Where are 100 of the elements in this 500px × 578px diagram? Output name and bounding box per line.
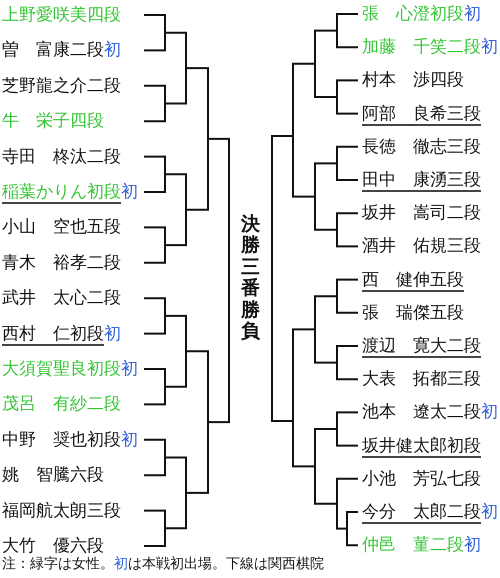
bracket-line	[314, 62, 338, 98]
bracket-line	[164, 492, 187, 530]
bracket-line	[292, 328, 316, 422]
bracket-line	[144, 102, 166, 122]
bracket-line	[164, 32, 187, 70]
bracket-line	[336, 146, 358, 164]
bracket-line	[292, 135, 316, 198]
player-name: 青木 裕孝二段	[2, 252, 121, 274]
first-appearance-mark: 初	[481, 401, 498, 424]
bracket-line	[185, 138, 209, 211]
bracket-line	[336, 362, 358, 380]
bracket-line	[144, 226, 166, 246]
bracket-line	[314, 465, 338, 505]
first-appearance-mark: 初	[114, 556, 128, 573]
player-name: 姚 智騰六段	[2, 464, 105, 486]
bracket-line	[336, 502, 348, 530]
bracket-line	[336, 411, 358, 430]
bracket-line	[207, 138, 230, 282]
first-appearance-mark: 初	[104, 322, 121, 345]
first-appearance-mark: 初	[104, 39, 121, 62]
bracket-line	[314, 30, 338, 65]
player-name: 坂井健太郎初段	[362, 434, 481, 457]
first-appearance-mark: 初	[481, 501, 498, 523]
bracket-line	[144, 244, 166, 264]
player-name: 芝野龍之介二段	[2, 74, 121, 97]
bracket-line	[271, 278, 294, 422]
player-name: 大竹 優六段	[2, 535, 105, 556]
player-name: 阿部 良希三段	[362, 102, 481, 125]
final-match-title: 決勝三番勝負	[241, 214, 260, 343]
bracket-line	[336, 30, 358, 48]
bracket-line	[336, 79, 358, 98]
player-name: 稲葉かりん初段	[2, 181, 121, 203]
bracket-line	[164, 208, 187, 246]
bracket-line	[336, 212, 358, 231]
bracket-line	[185, 67, 209, 140]
bracket-line	[336, 162, 358, 181]
player-name: 曽 富康二段	[2, 39, 104, 62]
bracket-line	[144, 32, 166, 52]
bracket-line	[336, 13, 358, 32]
bracket-line	[144, 510, 166, 530]
bracket-line	[336, 345, 358, 364]
player-name: 加藤 千笑二段	[362, 36, 481, 58]
player-name: 西村 仁初段	[2, 322, 104, 345]
bracket-line	[185, 421, 209, 494]
player-name: 長徳 徹志三段	[362, 136, 481, 158]
first-appearance-mark: 初	[464, 534, 481, 556]
player-name: 牛 栄子四段	[2, 110, 105, 132]
bracket-line	[164, 67, 187, 104]
bracket-line	[164, 314, 187, 352]
player-name: 大須賀聖良初段	[2, 358, 121, 380]
player-name: 上野愛咲美四段	[2, 4, 121, 26]
player-name: 渡辺 寛大二段	[362, 335, 481, 357]
bracket-line	[144, 314, 166, 335]
bracket-line	[314, 162, 338, 198]
bracket-line	[336, 278, 358, 298]
bracket-line	[336, 478, 358, 505]
player-name: 今分 太郎二段	[362, 501, 481, 523]
bracket-line	[336, 96, 358, 115]
bracket-line	[314, 196, 338, 231]
bracket-line	[207, 280, 230, 424]
player-name: 坂井 嵩司二段	[362, 202, 481, 224]
bracket-line	[292, 62, 316, 137]
bracket-line	[292, 420, 316, 468]
bracket-line	[314, 328, 338, 364]
bracket-line	[271, 135, 294, 280]
player-name: 張 瑞傑五段	[362, 302, 464, 324]
bracket-line	[144, 368, 166, 388]
bracket-line	[144, 297, 166, 317]
bracket-line	[164, 456, 187, 494]
player-name: 福岡航太朗三段	[2, 500, 121, 522]
note-text: は本戦初出場。下線は関西棋院	[128, 556, 324, 573]
bracket-line	[336, 428, 358, 447]
player-name: 茂呂 有紗二段	[2, 393, 121, 416]
player-name: 西 健伸五段	[362, 268, 464, 291]
bracket-line	[346, 528, 358, 546]
player-name: 寺田 柊汰二段	[2, 146, 121, 168]
bracket-line	[346, 511, 358, 530]
player-name: 池本 遼太二段	[362, 401, 481, 424]
player-name: 武井 太心二段	[2, 287, 121, 310]
player-name: 酒井 佑規三段	[362, 235, 481, 258]
first-appearance-mark: 初	[481, 36, 498, 58]
bracket-line	[314, 428, 338, 468]
bracket-line	[144, 456, 166, 476]
first-appearance-mark: 初	[121, 428, 138, 451]
player-name: 張 心澄初段	[362, 3, 464, 25]
bracket-line	[185, 350, 209, 424]
note-text: 注：緑字は女性。	[2, 556, 114, 573]
player-name: 小山 空也五段	[2, 216, 121, 238]
bracket-line	[144, 173, 166, 193]
bracket-line	[144, 386, 166, 406]
bracket-line	[144, 438, 166, 458]
bracket-line	[144, 527, 166, 547]
bracket-line	[144, 156, 166, 176]
bracket-line	[164, 173, 187, 211]
bracket-line	[144, 84, 166, 104]
bracket-line	[336, 228, 358, 248]
player-name: 村本 渉四段	[362, 69, 464, 92]
player-name: 田中 康湧三段	[362, 169, 481, 191]
bracket-line	[164, 350, 187, 388]
bracket-line	[314, 295, 338, 330]
